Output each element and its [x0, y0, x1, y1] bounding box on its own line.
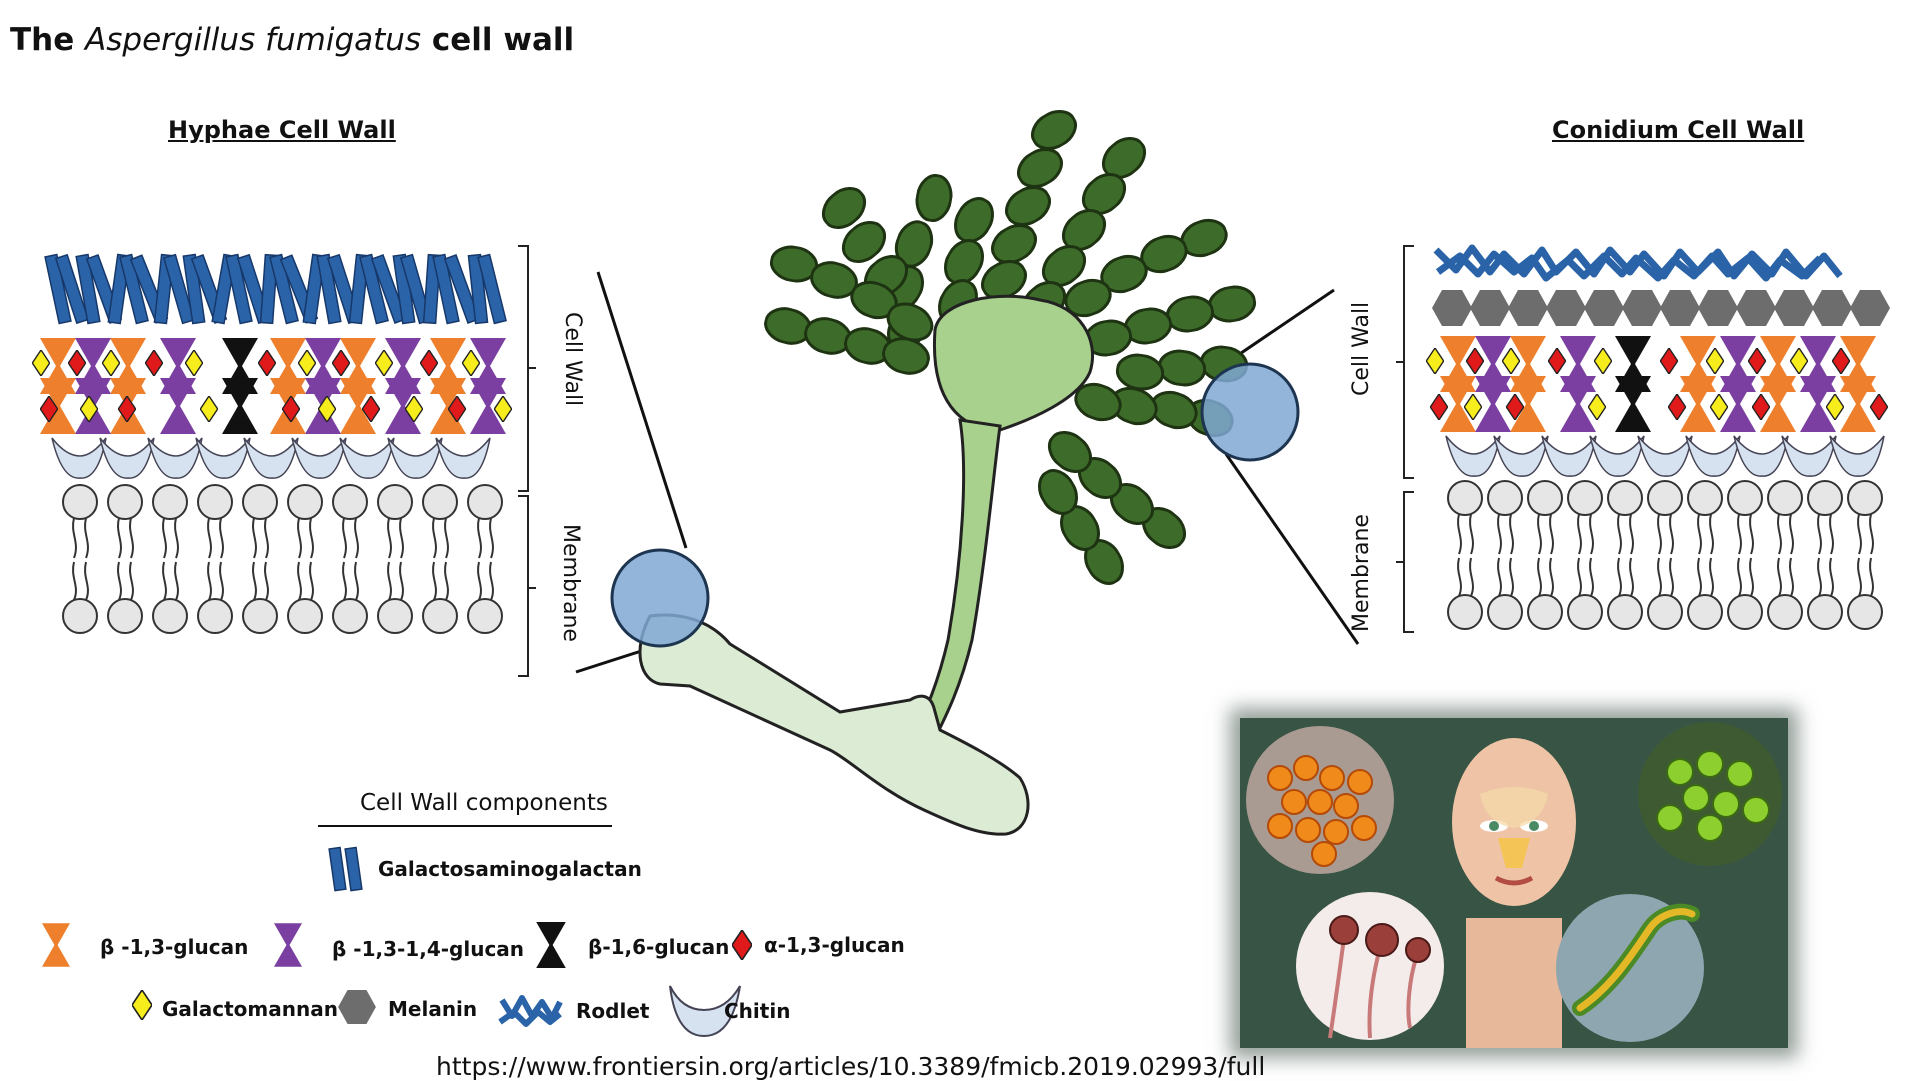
glucan-layer [32, 338, 512, 434]
conidium-cell-wall-label: Cell Wall [1349, 302, 1374, 396]
legend-label-chitin: Chitin [724, 999, 790, 1023]
green-spores-circle [1638, 722, 1782, 866]
sinus-infection-artwork [1246, 722, 1782, 1048]
conidium-glucan-layer [1426, 336, 1888, 432]
rodlet-icon [498, 995, 563, 1027]
conidium-brackets [1396, 245, 1414, 633]
rodlet-layer [1433, 244, 1843, 282]
legend-label-galactosaminogalactan: Galactosaminogalactan [378, 857, 642, 881]
hyphae-membrane-label: Membrane [558, 524, 583, 642]
human-head [1452, 738, 1576, 1048]
hyphae-cell-wall-label: Cell Wall [560, 312, 585, 406]
conidium-zoom-circle [1200, 362, 1300, 462]
galactomannan-icon [132, 990, 152, 1020]
melanin-icon [338, 990, 376, 1024]
hyphae-brackets [518, 245, 536, 677]
conidiophore-illustration [575, 102, 1360, 836]
legend: Cell Wall components Galactosaminogalact… [42, 790, 905, 1038]
beta-1-6-glucan-icon [536, 922, 566, 968]
hyphae-micrograph-circle [1556, 894, 1704, 1042]
legend-label-rodlet: Rodlet [576, 999, 650, 1023]
legend-title: Cell Wall components [360, 790, 608, 816]
source-url[interactable]: https://www.frontiersin.org/articles/10.… [436, 1052, 1266, 1081]
beta-1-3-1-4-glucan-icon [274, 923, 302, 967]
galactosaminogalactan-icon [328, 846, 363, 892]
alpha-1-3-glucan-icon [732, 930, 752, 960]
membrane-bilayer [62, 484, 503, 634]
title-suffix: cell wall [431, 22, 575, 58]
beta-1-3-glucan-icon [42, 923, 70, 967]
legend-label-alpha-1-3-glucan: α-1,3-glucan [764, 933, 905, 957]
hypha [638, 613, 1030, 836]
conidium-membrane-bilayer [1447, 480, 1883, 630]
hyphae-panel-title: Hyphae Cell Wall [168, 116, 396, 144]
hyphae-zoom-circle [610, 548, 710, 648]
galactosaminogalactan-layer [44, 253, 507, 325]
conidium-panel-title: Conidium Cell Wall [1552, 116, 1805, 144]
sinus-infection-illustration [1240, 718, 1788, 1048]
chitin-layer [51, 437, 491, 479]
conidium-wall-diagram [1396, 244, 1890, 633]
legend-label-beta-1-6-glucan: β-1,6-glucan [588, 935, 729, 959]
vesicle [932, 294, 1095, 432]
conidium-chitin-layer [1445, 435, 1885, 477]
orange-spores-circle [1246, 726, 1394, 874]
legend-label-beta-1-3-glucan: β -1,3-glucan [100, 935, 248, 959]
title-prefix: The [10, 22, 75, 58]
hyphae-wall-diagram [32, 245, 536, 677]
page-title: The Aspergillus fumigatus cell wall [10, 22, 574, 58]
legend-label-galactomannan: Galactomannan [162, 997, 338, 1021]
legend-label-beta-1-3-1-4-glucan: β -1,3-1,4-glucan [332, 937, 524, 961]
legend-label-melanin: Melanin [388, 997, 477, 1021]
melanin-layer [1432, 290, 1890, 326]
chitin-icon [669, 985, 741, 1038]
conidiophore-micrograph-circle [1296, 892, 1444, 1040]
conidium-membrane-label: Membrane [1349, 514, 1374, 632]
title-species: Aspergillus fumigatus [85, 22, 422, 58]
